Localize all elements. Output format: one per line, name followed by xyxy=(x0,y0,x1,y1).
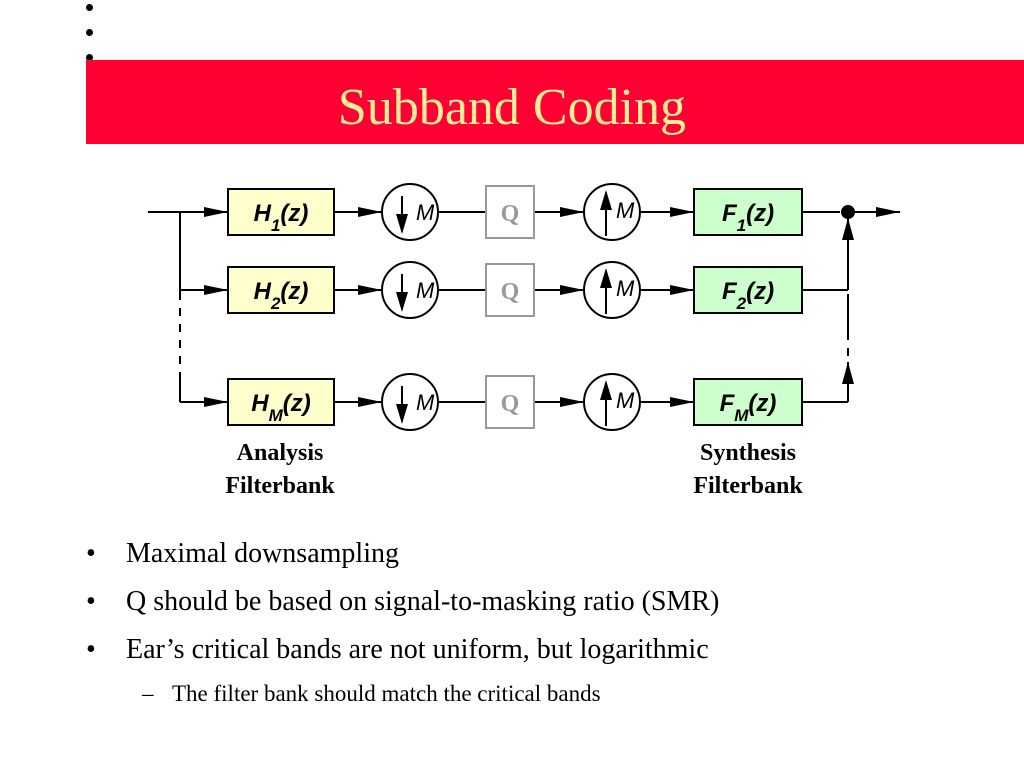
bullet-mark: • xyxy=(86,586,96,617)
analysis-filter-box xyxy=(227,378,335,426)
down-arrow-icon xyxy=(396,292,408,312)
bullet-text: Ear’s critical bands are not uniform, bu… xyxy=(126,634,709,665)
upsample-factor-label: M xyxy=(616,276,635,301)
synthesis-label-line2: Filterbank xyxy=(693,473,803,499)
upsampler-circle xyxy=(583,183,641,241)
bullet-mark: • xyxy=(86,634,96,665)
quantizer-label: Q xyxy=(501,201,520,227)
downsample-factor-label: M xyxy=(416,278,435,303)
up-arrow-icon xyxy=(600,380,612,400)
downsampler-circle xyxy=(381,373,439,431)
quantizer-label: Q xyxy=(501,391,520,417)
quantizer-box xyxy=(485,375,535,429)
quantizer-label: Q xyxy=(501,279,520,305)
synthesis-label-line1: Synthesis xyxy=(700,440,796,466)
downsampler-circle xyxy=(381,183,439,241)
downsample-factor-label: M xyxy=(416,200,435,225)
bullet-item: • Ear’s critical bands are not uniform, … xyxy=(86,626,986,674)
analysis-filter-box xyxy=(227,266,335,314)
analysis-filter-box xyxy=(227,188,335,236)
down-arrow-icon xyxy=(396,404,408,424)
bullet-item: • Maximal downsampling xyxy=(86,530,986,578)
downsampler-circle xyxy=(381,261,439,319)
analysis-label-line1: Analysis xyxy=(237,440,324,466)
dot xyxy=(86,54,93,61)
summing-node xyxy=(841,205,855,219)
sub-bullet-mark: – xyxy=(142,681,154,706)
quantizer-box xyxy=(485,263,535,317)
signal-paths xyxy=(148,207,900,407)
upsample-factor-label: M xyxy=(616,198,635,223)
upsampler-circle xyxy=(583,261,641,319)
dot xyxy=(86,4,93,11)
upsampler-circle xyxy=(583,373,641,431)
bullet-item: • Q should be based on signal-to-masking… xyxy=(86,578,986,626)
synthesis-filter-box xyxy=(693,378,803,426)
bullet-text: Q should be based on signal-to-masking r… xyxy=(126,586,720,617)
bullet-mark: • xyxy=(86,538,96,569)
dot xyxy=(86,29,93,36)
downsample-factor-label: M xyxy=(416,390,435,415)
up-arrow-icon xyxy=(600,268,612,288)
upsample-factor-label: M xyxy=(616,388,635,413)
diagram-labels: Analysis Filterbank Synthesis Filterbank xyxy=(225,440,803,499)
bullet-text: Maximal downsampling xyxy=(126,538,399,569)
down-arrow-icon xyxy=(396,214,408,234)
sub-bullet-text: The filter bank should match the critica… xyxy=(172,681,601,706)
bullet-list: • Maximal downsampling • Q should be bas… xyxy=(86,530,986,714)
sub-bullet-item: – The filter bank should match the criti… xyxy=(86,674,986,714)
analysis-label-line2: Filterbank xyxy=(225,473,335,499)
synthesis-filter-box xyxy=(693,188,803,236)
up-arrow-icon xyxy=(600,190,612,210)
synthesis-filter-box xyxy=(693,266,803,314)
quantizer-box xyxy=(485,185,535,239)
title-band xyxy=(86,60,1024,144)
top-bullet-dots xyxy=(86,4,106,61)
slide-title: Subband Coding xyxy=(337,79,687,136)
